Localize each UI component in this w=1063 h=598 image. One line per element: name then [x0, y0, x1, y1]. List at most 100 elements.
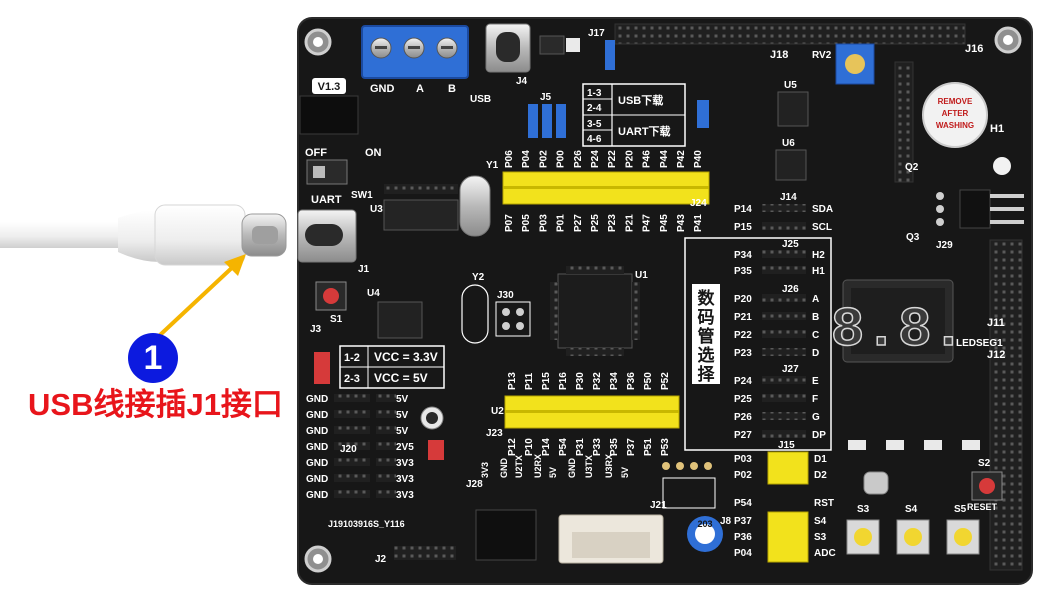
top-header-pin-label: P26 — [573, 150, 584, 168]
button-s4[interactable] — [896, 519, 930, 555]
key-header-pin-right: S4 — [814, 516, 827, 527]
bottom-header-pin-label: P35 — [609, 438, 620, 456]
usb-c-connector-j1[interactable] — [297, 209, 357, 263]
right-header-pin-left: P26 — [734, 412, 752, 423]
label-u2: U2 — [491, 406, 504, 417]
right-header-pin-row — [762, 250, 806, 258]
right-header-pin-right: C — [812, 330, 819, 341]
label-ledseg: LEDSEG1 — [956, 338, 1003, 349]
label-s2: S2 — [978, 458, 991, 469]
power-voltage-label: 3V3 — [396, 474, 414, 485]
power-voltage-label: 5V — [396, 394, 409, 405]
label-u6: U6 — [782, 138, 795, 149]
top-header-pin-label: P40 — [693, 150, 704, 168]
uart-pin-label: 5V — [620, 467, 630, 478]
bottom-header-pin-label: P15 — [541, 372, 552, 390]
label-j5: J5 — [540, 92, 552, 103]
power-gnd-label: GND — [306, 442, 328, 453]
top-header-pin-label: P24 — [590, 150, 601, 168]
bottom-header-pin-label: P14 — [541, 438, 552, 456]
key-header-pin-left: P03 — [734, 454, 752, 465]
label-j25: J25 — [782, 239, 799, 250]
top-header-pin-label: P45 — [659, 214, 670, 232]
bottom-header-pin-label: P31 — [575, 438, 586, 456]
power-pin-row — [334, 490, 370, 498]
label-j28: J28 — [466, 479, 483, 490]
bottom-gpio-header — [504, 395, 680, 429]
right-header-pin-left: P34 — [734, 250, 752, 261]
right-header-pin-right: H1 — [812, 266, 825, 277]
label-j24: J24 — [690, 198, 707, 209]
top-header-pin-label: P23 — [607, 214, 618, 232]
top-header-pin-label: P25 — [590, 214, 601, 232]
bottom-header-pin-label: P16 — [558, 372, 569, 390]
label-j27: J27 — [782, 364, 799, 375]
power-pin-row — [376, 394, 396, 402]
power-gnd-label: GND — [306, 474, 328, 485]
version-badge: V1.3 — [318, 81, 341, 93]
right-header-pin-row — [762, 312, 806, 320]
top-gpio-header — [502, 171, 710, 205]
right-header-pin-right: F — [812, 394, 818, 405]
vcc-table-pins-2: 2-3 — [344, 373, 360, 385]
white-connector-j21 — [558, 514, 664, 564]
button-s3[interactable] — [846, 519, 880, 555]
button-s5[interactable] — [946, 519, 980, 555]
right-header-pin-row — [762, 376, 806, 384]
right-header-pin-left: P21 — [734, 312, 752, 323]
key-header-pin-left: P02 — [734, 470, 752, 481]
digit-select-char: 管 — [698, 326, 715, 347]
label-q3: Q3 — [906, 232, 920, 243]
terminal-label-gnd: GND — [370, 83, 395, 95]
right-header-pin-left: P25 — [734, 394, 752, 405]
top-header-pin-label: P00 — [556, 150, 567, 168]
key-jumpers — [767, 451, 809, 563]
label-j17: J17 — [588, 28, 605, 39]
usb-c-connector-top[interactable] — [485, 23, 531, 73]
top-header-pin-label: P46 — [642, 150, 653, 168]
bottom-header-pin-label: P50 — [643, 372, 654, 390]
label-j29: J29 — [936, 240, 953, 251]
buzzer-text-2: AFTER — [942, 109, 969, 118]
label-s3: S3 — [857, 504, 870, 515]
label-u3: U3 — [370, 204, 383, 215]
pot-value-label: 203 — [697, 519, 712, 529]
power-voltage-label: 3V3 — [396, 458, 414, 469]
label-s1: S1 — [330, 314, 343, 325]
usb-table-uart-download: UART下载 — [618, 124, 671, 138]
right-header-pin-left: P24 — [734, 376, 752, 387]
right-header-pin-row — [762, 222, 806, 230]
right-header-pin-right: B — [812, 312, 819, 323]
right-header-pin-left: P27 — [734, 430, 752, 441]
usb-table-pins-1: 1-3 — [587, 88, 602, 99]
buzzer-text-1: REMOVE — [938, 97, 973, 106]
label-q2: Q2 — [905, 162, 919, 173]
button-s2-reset[interactable] — [971, 471, 1003, 501]
bottom-header-pin-label: P51 — [643, 438, 654, 456]
bottom-header-pin-label: P30 — [575, 372, 586, 390]
power-gnd-label: GND — [306, 410, 328, 421]
uart-pin-label: U2TX — [514, 455, 524, 478]
label-j3: J3 — [310, 324, 322, 335]
label-j2: J2 — [375, 554, 387, 565]
power-pin-row — [376, 490, 396, 498]
usb-download-table: 1-3 2-4 3-5 4-6 USB下载 UART下载 — [582, 83, 686, 147]
terminal-label-b: B — [448, 83, 456, 95]
usb-label: USB — [470, 94, 491, 105]
pcb-board: J16 J18 J11 J12 GND A B V1.3 USB J4 — [297, 17, 1033, 585]
top-header-pin-label: P02 — [538, 150, 549, 168]
usb-table-pins-2: 2-4 — [587, 103, 602, 114]
power-pin-row — [376, 426, 396, 434]
power-pin-row — [376, 474, 396, 482]
key-header-pin-left: P37 — [734, 516, 752, 527]
power-gnd-label: GND — [306, 458, 328, 469]
bottom-header-pin-label: P36 — [626, 372, 637, 390]
bottom-header-pin-label: P33 — [592, 438, 603, 456]
pointer-arrow — [158, 254, 246, 337]
seg-display-digits: 8.8. — [831, 298, 965, 362]
right-header-pin-left: P14 — [734, 204, 752, 215]
digit-select-char: 选 — [698, 346, 715, 366]
label-j15: J15 — [778, 440, 795, 451]
bottom-header-pin-label: P32 — [592, 372, 603, 390]
right-header-pin-row — [762, 412, 806, 420]
